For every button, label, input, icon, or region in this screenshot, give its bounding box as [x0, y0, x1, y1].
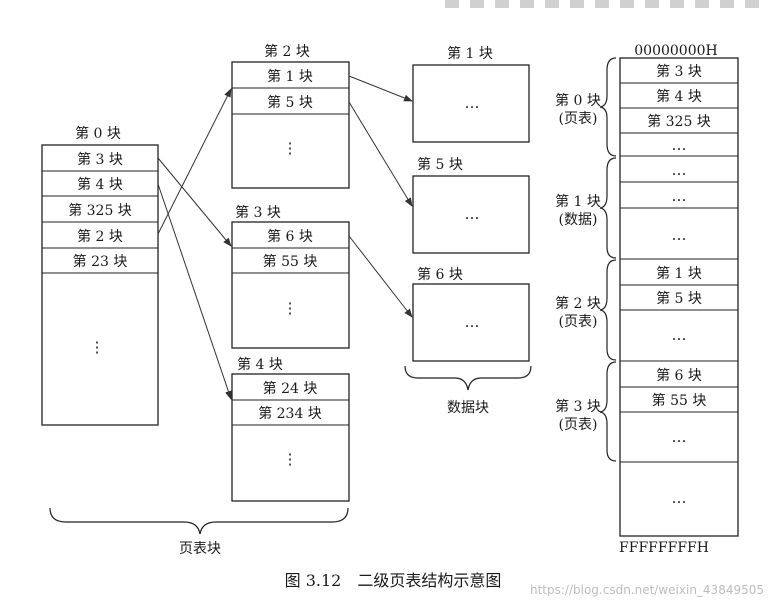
page-table-3-title: 第 3 块	[235, 204, 281, 221]
memory-frame	[619, 57, 739, 537]
memory-cell: 第 6 块	[656, 367, 702, 384]
memory-group-sublabel: (页表)	[559, 111, 598, 127]
page-table-block-2: 第 2 块 第 1 块 第 5 块 ⋮	[231, 43, 350, 189]
ellipsis: …	[465, 94, 480, 112]
memory-bottom-address: FFFFFFFFH	[619, 540, 709, 556]
pointer-arrow	[348, 235, 413, 318]
page-table-0-entry: 第 325 块	[68, 202, 132, 219]
page-table-3-entry: 第 55 块	[263, 253, 318, 270]
memory-cell: …	[672, 226, 687, 244]
data-block-1-frame	[412, 64, 530, 143]
page-table-brace: 页表块	[49, 507, 349, 557]
data-block-brace: 数据块	[404, 365, 532, 416]
data-block-5-title: 第 5 块	[417, 156, 463, 173]
memory-group-label: 第 0 块	[555, 92, 601, 109]
page-table-0-entry: 第 23 块	[73, 253, 128, 270]
page-table-4-title: 第 4 块	[237, 356, 283, 373]
data-block-6-title: 第 6 块	[417, 266, 463, 283]
memory-cell: 第 3 块	[656, 63, 702, 80]
data-block-6: 第 6 块 …	[412, 266, 530, 362]
memory-cell: …	[672, 428, 687, 446]
memory-group-label: 第 1 块	[555, 193, 601, 210]
pointer-arrow	[348, 101, 413, 207]
figure-caption: 图 3.12 二级页表结构示意图	[285, 571, 502, 590]
page-table-block-4: 第 4 块 第 24 块 第 234 块 ⋮	[231, 356, 350, 502]
memory-cell: …	[672, 161, 687, 179]
data-block-6-frame	[412, 283, 530, 362]
memory-cell: …	[672, 187, 687, 205]
memory-cell: 第 55 块	[652, 392, 707, 409]
page-table-0-entry: 第 3 块	[77, 151, 123, 168]
page-table-3-frame	[231, 221, 350, 349]
data-block-1: 第 1 块 …	[412, 45, 530, 143]
ellipsis: ⋮	[283, 299, 298, 317]
page-table-2-entry: 第 5 块	[267, 94, 313, 111]
pointer-arrow	[157, 88, 232, 235]
memory-cell: 第 5 块	[656, 290, 702, 307]
memory-group-sublabel: (页表)	[559, 314, 598, 330]
page-table-3-entry: 第 6 块	[267, 228, 313, 245]
page-table-0-frame	[41, 144, 159, 426]
pointer-arrow	[157, 183, 232, 400]
pointer-arrow	[157, 157, 232, 247]
ellipsis: …	[465, 313, 480, 331]
ellipsis: ⋮	[283, 139, 298, 157]
page-table-2-entry: 第 1 块	[267, 68, 313, 85]
memory-group-label: 第 2 块	[555, 295, 601, 312]
page-table-0-entry: 第 2 块	[77, 228, 123, 245]
page-table-0-title: 第 0 块	[75, 125, 121, 142]
memory-cell: …	[672, 326, 687, 344]
ellipsis: …	[465, 205, 480, 223]
watermark: https://blog.csdn.net/weixin_43849505	[530, 583, 764, 597]
memory-group-brace	[599, 259, 617, 361]
data-block-1-title: 第 1 块	[447, 45, 493, 62]
page-table-4-entry: 第 24 块	[263, 380, 318, 397]
memory-group-label: 第 3 块	[555, 398, 601, 415]
page-table-4-entry: 第 234 块	[258, 405, 322, 422]
memory-cell: …	[672, 136, 687, 154]
memory-group-brace	[599, 157, 617, 259]
pointer-arrows	[157, 75, 413, 400]
memory-group-brace	[599, 361, 617, 462]
memory-cell: 第 325 块	[647, 113, 711, 130]
memory-group-brace	[599, 57, 617, 157]
memory-cell: 第 1 块	[656, 265, 702, 282]
pointer-arrow	[348, 75, 413, 102]
data-block-5-frame	[412, 175, 530, 254]
memory-group-sublabel: (页表)	[559, 417, 598, 433]
page-table-0-entry: 第 4 块	[77, 176, 123, 193]
memory-cell: 第 4 块	[656, 88, 702, 105]
data-blocks-label: 数据块	[447, 400, 489, 416]
page-table-4-frame	[231, 373, 350, 502]
physical-memory: 00000000H 第 3 块 第 4 块 第 325 块 … … … … 第 …	[555, 43, 739, 556]
page-table-block-3: 第 3 块 第 6 块 第 55 块 ⋮	[231, 204, 350, 349]
memory-top-address: 00000000H	[634, 43, 717, 59]
memory-tail: …	[672, 489, 687, 507]
page-table-2-frame	[231, 61, 350, 189]
page-table-2-title: 第 2 块	[264, 43, 310, 60]
memory-group-sublabel: (数据)	[559, 212, 598, 228]
corner-decoration	[445, 0, 759, 8]
data-block-5: 第 5 块 …	[412, 156, 530, 254]
page-table-blocks-label: 页表块	[179, 541, 221, 557]
ellipsis: ⋮	[90, 338, 105, 356]
page-table-block-0: 第 0 块 第 3 块 第 4 块 第 325 块 第 2 块 第 23 块 ⋮	[41, 125, 159, 426]
ellipsis: ⋮	[283, 450, 298, 468]
